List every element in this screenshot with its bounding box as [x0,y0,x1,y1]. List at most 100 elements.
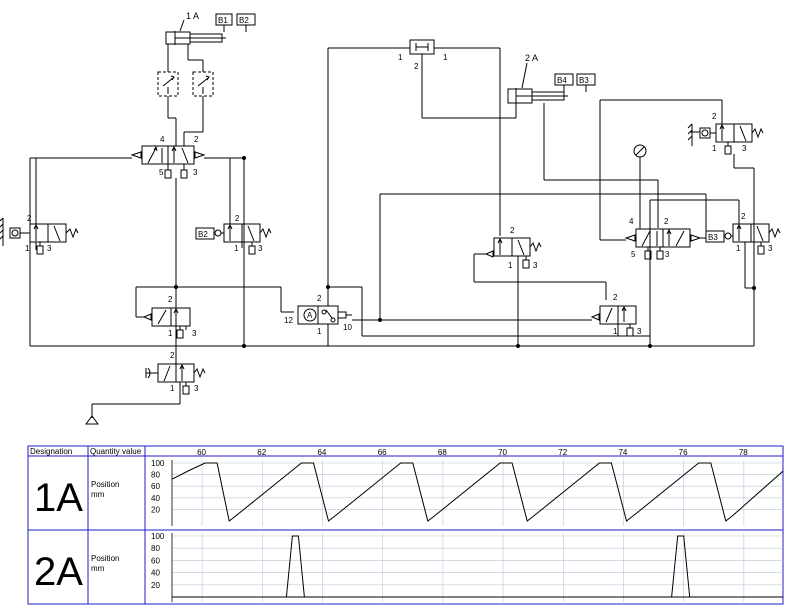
svg-text:4: 4 [629,217,634,226]
svg-text:1: 1 [234,244,239,253]
row-1a-unit: mm [91,490,105,499]
valve-top-right[interactable] [687,123,764,155]
column-quantity: Quantity value [90,447,142,456]
y-tick-label: 40 [151,569,160,578]
flow-control-right[interactable] [192,71,214,97]
x-tick-label: 78 [739,448,748,457]
valve-center[interactable] [484,237,542,346]
svg-text:2: 2 [168,295,173,304]
cylinder-1a[interactable] [165,31,226,48]
timing-table [27,445,784,605]
svg-text:2: 2 [613,293,618,302]
shuttle-valve-top[interactable] [409,39,435,55]
x-tick-label: 68 [438,448,447,457]
svg-text:1: 1 [398,53,403,62]
sensor-b2: B2 [236,13,256,32]
sensor-valve-b2[interactable]: B2 [195,223,272,255]
svg-text:2: 2 [170,351,175,360]
y-tick-label: 80 [151,471,160,480]
row-1a-designation: 1A [34,476,83,520]
svg-text:3: 3 [193,168,198,177]
svg-text:3: 3 [192,329,197,338]
svg-text:2: 2 [510,226,515,235]
main-valve-1a[interactable] [130,145,206,179]
row-2a-unit: mm [91,564,105,573]
svg-text:2: 2 [741,212,746,221]
x-tick-label: 70 [498,448,507,457]
y-tick-label: 80 [151,544,160,553]
y-tick-label: 100 [151,532,165,541]
svg-text:3: 3 [47,244,52,253]
svg-text:3: 3 [742,144,747,153]
series-line-1a [171,462,784,522]
svg-text:1: 1 [168,329,173,338]
svg-text:2: 2 [194,135,199,144]
pressure-gauge-icon [633,144,647,229]
sensor-b4: B4 [554,73,574,92]
svg-text:10: 10 [343,323,352,332]
svg-text:2: 2 [712,112,717,121]
timer-valve[interactable]: A [297,305,352,346]
column-designation: Designation [30,447,72,456]
cylinder-1a-label: 1 A [186,11,199,21]
air-supply-icon [85,382,181,425]
valve-right-low[interactable] [590,305,637,337]
row-2a-designation: 2A [34,550,83,594]
svg-text:3: 3 [194,384,199,393]
x-tick-label: 60 [197,448,206,457]
row-1a-quantity: Position [91,480,119,489]
sensor-b3: B3 [576,73,596,92]
svg-text:3: 3 [768,244,773,253]
svg-text:1: 1 [317,327,322,336]
series-line-2a [172,535,783,598]
x-tick-label: 62 [257,448,266,457]
sensor-b1: B1 [215,13,233,32]
x-tick-label: 76 [679,448,688,457]
svg-text:3: 3 [533,261,538,270]
svg-text:12: 12 [284,316,293,325]
y-tick-label: 60 [151,556,160,565]
svg-text:2: 2 [664,217,669,226]
x-tick-label: 74 [618,448,627,457]
x-tick-label: 66 [378,448,387,457]
y-tick-label: 100 [151,459,165,468]
svg-text:1: 1 [443,53,448,62]
svg-text:1: 1 [508,261,513,270]
start-valve[interactable] [145,363,206,395]
svg-text:B3: B3 [708,233,718,242]
svg-text:1: 1 [736,244,741,253]
svg-text:B1: B1 [218,16,228,25]
cylinder-2a[interactable] [507,88,568,104]
svg-text:1: 1 [712,144,717,153]
svg-text:5: 5 [159,168,164,177]
limit-valve-left[interactable] [0,217,79,255]
svg-text:A: A [307,311,313,320]
main-valve-2a[interactable] [624,228,702,260]
svg-text:B2: B2 [239,16,249,25]
y-tick-label: 20 [151,581,160,590]
svg-text:3: 3 [637,327,642,336]
svg-text:4: 4 [160,135,165,144]
svg-text:B3: B3 [579,76,589,85]
x-tick-label: 64 [317,448,326,457]
row-2a-quantity: Position [91,554,119,563]
svg-text:2: 2 [317,294,322,303]
svg-text:2: 2 [235,214,240,223]
svg-text:1: 1 [613,327,618,336]
svg-text:2: 2 [414,62,419,71]
svg-text:3: 3 [258,244,263,253]
series-line-2a-b [172,535,783,598]
svg-text:1: 1 [25,244,30,253]
y-tick-label: 40 [151,494,160,503]
svg-text:2 A: 2 A [525,53,538,63]
svg-text:3: 3 [665,250,670,259]
flow-control-left[interactable] [157,71,179,97]
svg-text:5: 5 [631,250,636,259]
svg-text:B2: B2 [198,230,208,239]
svg-text:1: 1 [170,384,175,393]
sensor-valve-b3[interactable]: B3 [705,223,781,255]
valve-mid-left[interactable] [142,307,191,339]
svg-text:B4: B4 [557,76,567,85]
